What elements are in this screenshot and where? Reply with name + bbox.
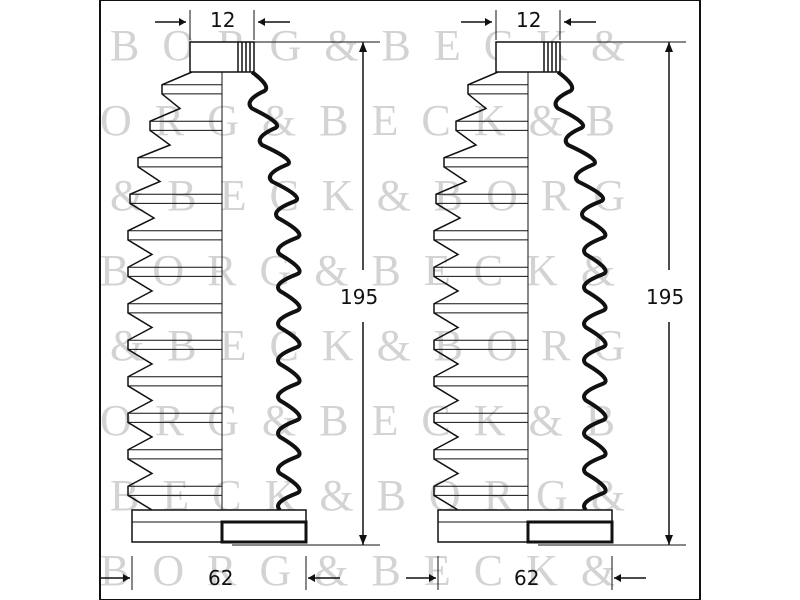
top-dimension-label: 12 xyxy=(210,8,235,32)
boot-section-right xyxy=(553,70,608,512)
arrowhead xyxy=(665,42,673,52)
arrowhead xyxy=(665,535,673,545)
arrowhead xyxy=(614,574,621,582)
svg-text:O R G & B E C K & B: O R G & B E C K & B xyxy=(100,396,621,445)
svg-text:O R G & B E C K & B: O R G & B E C K & B xyxy=(100,96,621,145)
arrowhead xyxy=(123,574,130,582)
bottom-dimension-label: 62 xyxy=(514,566,539,590)
arrowhead xyxy=(258,18,265,26)
top-dimension-label: 12 xyxy=(516,8,541,32)
boot-outline-left xyxy=(433,71,499,511)
collar-section xyxy=(526,520,614,544)
boot-neck xyxy=(189,41,255,73)
boot-neck xyxy=(495,41,561,73)
boot-outline-left xyxy=(127,71,193,511)
arrowhead xyxy=(564,18,571,26)
bottom-dimension-label: 62 xyxy=(208,566,233,590)
arrowhead xyxy=(359,535,367,545)
arrowhead xyxy=(308,574,315,582)
svg-text:& B E C K & B O R G: & B E C K & B O R G xyxy=(110,321,631,370)
arrowhead xyxy=(485,18,492,26)
steering-boot-left xyxy=(127,41,308,544)
dimension-group-left: 12 195 62 xyxy=(100,8,380,590)
length-dimension-label: 195 xyxy=(340,285,378,309)
arrowhead xyxy=(429,574,436,582)
arrowhead xyxy=(179,18,186,26)
svg-text:B O R G & B E C K &: B O R G & B E C K & xyxy=(100,546,621,595)
length-dimension-label: 195 xyxy=(646,285,684,309)
arrowhead xyxy=(359,42,367,52)
dimension-group-right: 12 195 62 xyxy=(406,8,686,590)
svg-text:B O R G & B E C K &: B O R G & B E C K & xyxy=(100,246,621,295)
steering-boot-right xyxy=(433,41,614,544)
collar-section xyxy=(220,520,308,544)
svg-text:& B E C K & B O R G: & B E C K & B O R G xyxy=(110,171,631,220)
boot-section-right xyxy=(247,70,302,512)
